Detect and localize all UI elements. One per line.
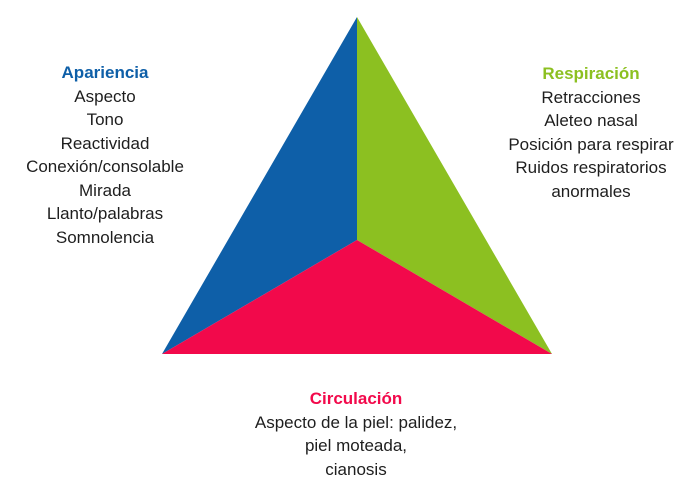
list-item: piel moteada, xyxy=(304,436,408,455)
list-item: Posición para respirar xyxy=(508,134,674,154)
list-item: Aspecto xyxy=(74,86,136,106)
circulation-region xyxy=(162,240,552,354)
appearance-region xyxy=(162,17,357,354)
breathing-region xyxy=(357,17,552,354)
list-item: Tono xyxy=(86,110,124,129)
list-item: cianosis xyxy=(325,459,387,479)
list-item: Ruidos respiratorios anormales xyxy=(515,158,667,201)
list-item: Mirada xyxy=(79,180,131,200)
list-item: Somnolencia xyxy=(55,227,155,247)
list-item: Aleteo nasal xyxy=(544,111,638,130)
breathing-label-block: Respiración Retracciones Aleteo nasal Po… xyxy=(494,62,688,203)
list-item: Retracciones xyxy=(541,87,641,107)
list-item: Llanto/palabras xyxy=(46,204,164,223)
appearance-label-block: Apariencia Aspecto Tono Reactividad Cone… xyxy=(10,61,200,249)
circulation-label-block: Circulación Aspecto de la piel: palidez,… xyxy=(236,387,476,481)
circulation-heading: Circulación xyxy=(309,389,403,408)
list-item: Conexión/consolable xyxy=(26,157,184,176)
list-item: Aspecto de la piel: palidez, xyxy=(254,412,458,432)
list-item: Reactividad xyxy=(60,133,150,153)
appearance-heading: Apariencia xyxy=(61,63,149,82)
breathing-heading: Respiración xyxy=(542,64,640,83)
